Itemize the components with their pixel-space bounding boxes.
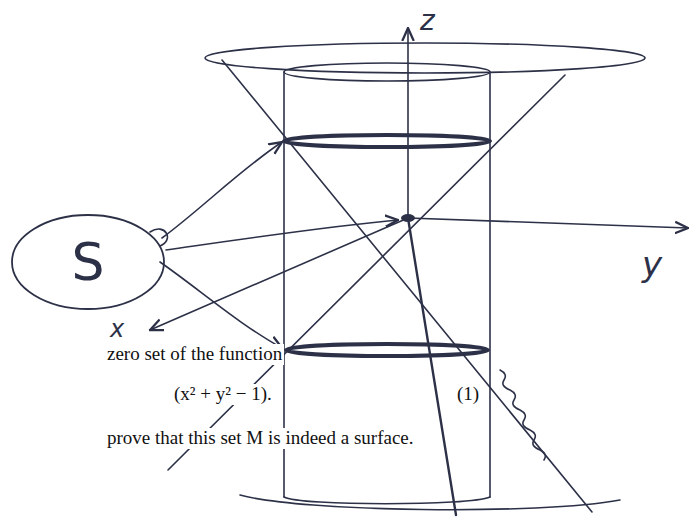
x-axis [150,218,408,330]
intersection-circle [284,135,490,147]
cone-bottom-rim [240,495,620,510]
cylinder-top [284,63,490,81]
axis-label: x [108,316,126,342]
pointer-arrow [162,142,282,238]
cylinder-bottom [284,497,490,504]
intersection-circle [286,344,488,356]
formula-text: (x² + y² − 1). [172,384,274,405]
squiggle-mark [500,370,545,460]
pointer-arrow [160,262,282,348]
printed-text: zero set of the function [105,344,284,365]
y-axis [408,218,688,228]
printed-text: prove that this set M is indeed a surfac… [105,428,416,449]
cone-line [408,218,456,515]
axis-label: z [418,6,437,37]
set-bubble: S [10,213,166,311]
axis-label: y [640,246,664,283]
bubble-ellipse [12,215,164,309]
equation-number: (1) [455,384,481,405]
z-axis [407,28,409,218]
cone-top-rim [205,43,645,73]
set-name: S [71,236,104,288]
origin-dot [401,214,415,222]
cone-line [168,75,565,470]
pointer-arrow [166,220,398,250]
cylinder-side [489,72,491,497]
